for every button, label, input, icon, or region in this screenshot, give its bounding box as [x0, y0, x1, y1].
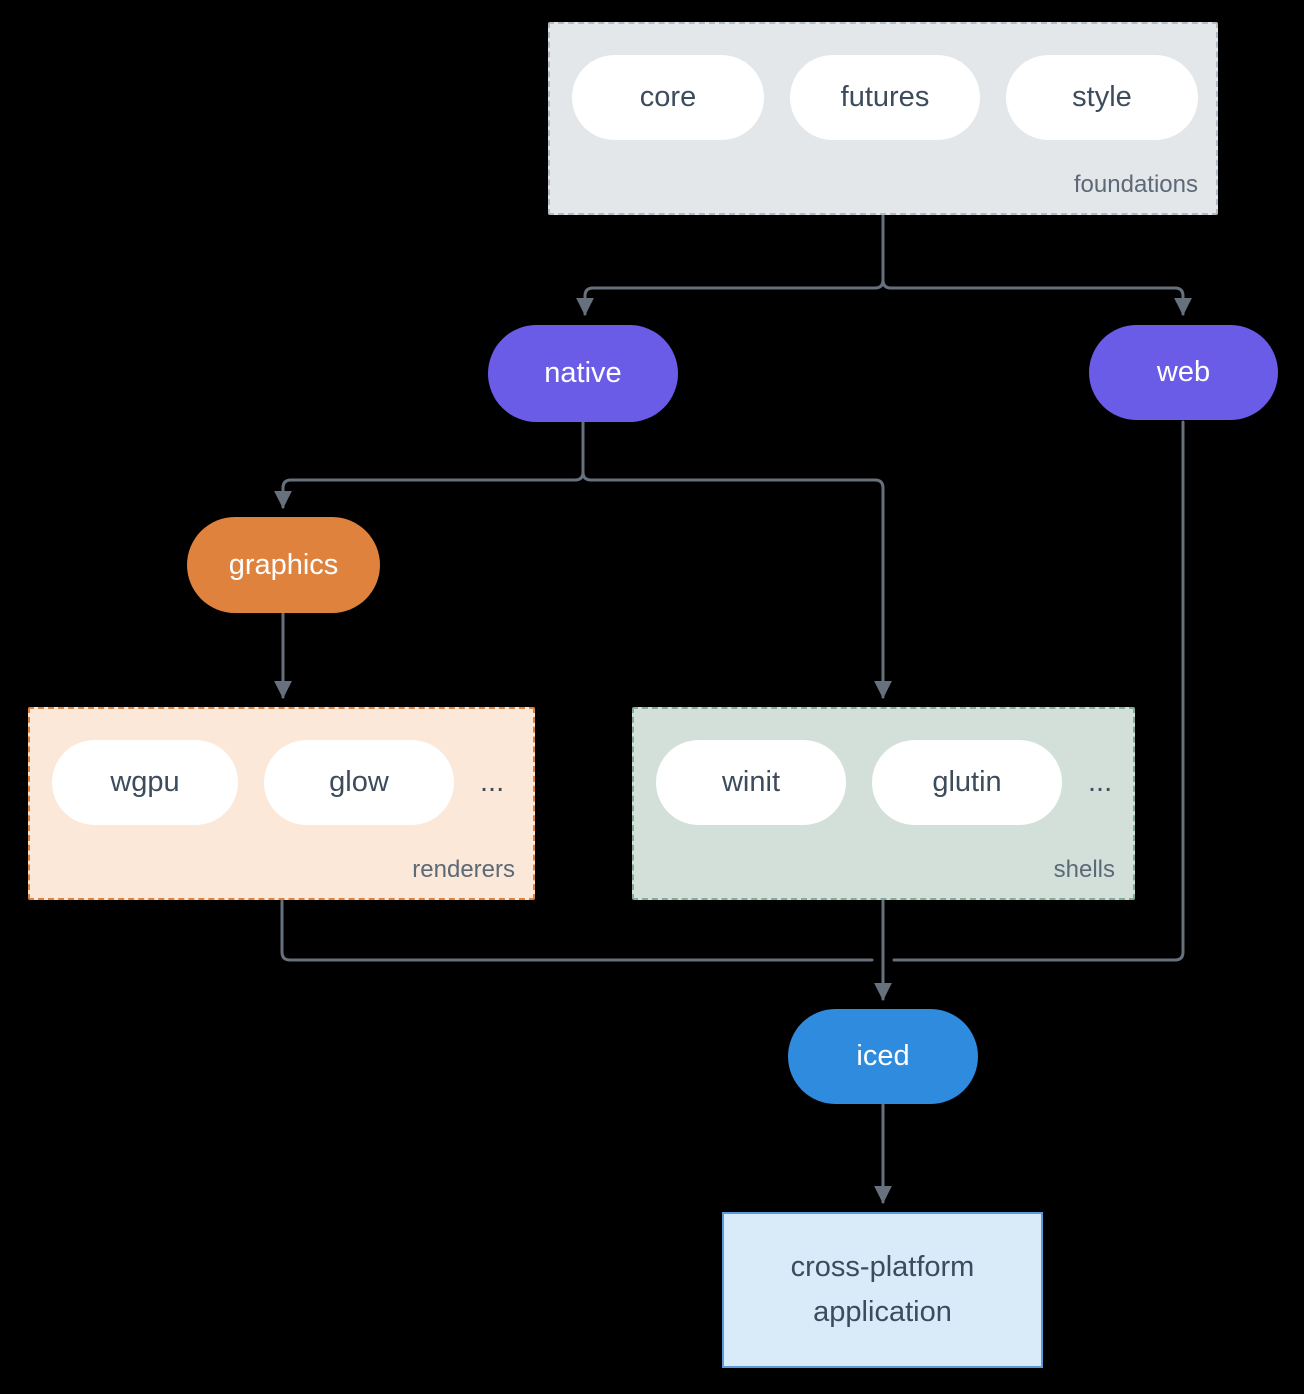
edge-native-shells — [581, 420, 892, 699]
pill-winit-label: winit — [721, 766, 780, 798]
node-iced: iced — [788, 1009, 978, 1104]
pill-glow-label: glow — [329, 766, 389, 798]
shells-group-label: shells — [1053, 856, 1115, 883]
edge-renderers-merge — [280, 899, 874, 962]
pill-core-label: core — [639, 81, 697, 113]
pill-wgpu-label: wgpu — [110, 766, 180, 798]
renderers-group-label: renderers — [412, 856, 515, 883]
application-label-line2: application — [813, 1296, 952, 1328]
shells-ellipsis: ... — [1088, 766, 1113, 798]
node-web-label: web — [1156, 356, 1211, 388]
renderers-group: wgpu glow ... renderers — [28, 707, 535, 900]
edge-native-graphics — [274, 420, 585, 509]
foundations-group: core futures style foundations — [548, 22, 1218, 215]
pill-style-label: style — [1072, 81, 1132, 113]
node-web: web — [1089, 325, 1278, 420]
pill-futures-label: futures — [840, 81, 930, 113]
pill-glutin-label: glutin — [932, 766, 1002, 798]
application-box: cross-platform application — [722, 1212, 1043, 1368]
edge-foundations-web — [881, 213, 1192, 316]
edge-foundations-native — [576, 213, 885, 316]
edge-web-merge — [892, 420, 1185, 962]
shells-group: winit glutin ... shells — [632, 707, 1135, 900]
pill-glow: glow — [264, 740, 454, 825]
renderers-pill-row: wgpu glow ... — [52, 740, 504, 825]
node-native-label: native — [544, 357, 622, 389]
application-label-line1: cross-platform — [790, 1251, 975, 1284]
shells-pill-row: winit glutin ... — [656, 740, 1112, 825]
node-native: native — [488, 325, 678, 422]
foundations-pill-row: core futures style — [572, 55, 1198, 140]
node-graphics-label: graphics — [228, 548, 339, 581]
pill-core: core — [572, 55, 764, 140]
pill-winit: winit — [656, 740, 846, 825]
pill-wgpu: wgpu — [52, 740, 238, 825]
pill-futures: futures — [790, 55, 980, 140]
pill-glutin: glutin — [872, 740, 1062, 825]
pill-style: style — [1006, 55, 1198, 140]
renderers-ellipsis: ... — [480, 766, 505, 798]
foundations-group-label: foundations — [1073, 171, 1198, 198]
node-graphics: graphics — [187, 517, 380, 613]
node-iced-label: iced — [856, 1040, 910, 1072]
